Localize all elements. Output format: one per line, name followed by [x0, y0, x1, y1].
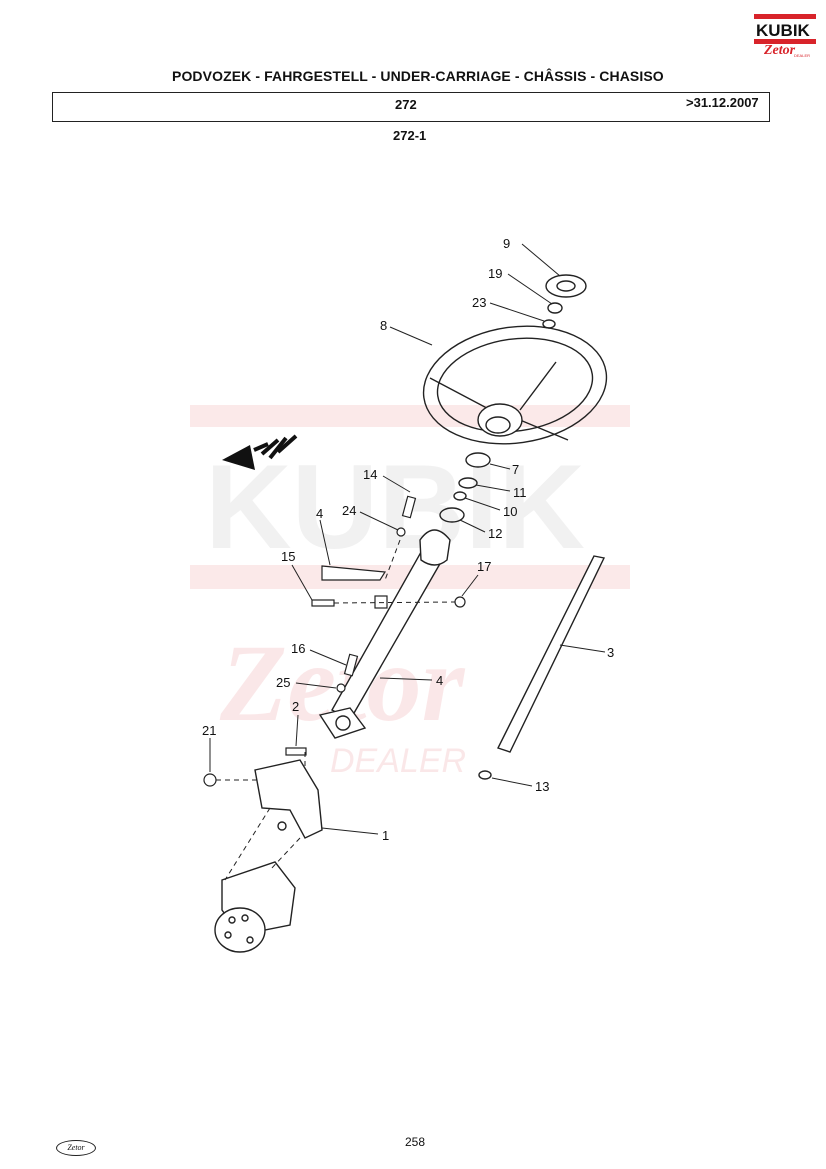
label-1: 1: [382, 828, 389, 843]
label-13: 12: [488, 526, 502, 541]
column-bracket: [254, 759, 323, 839]
zetor-footer-logo: Zetor: [56, 1140, 96, 1156]
logo-bar-top: [754, 14, 816, 19]
label-12: 11: [513, 485, 527, 500]
group-number: 272: [395, 97, 417, 112]
hub-cap: [542, 274, 587, 329]
assembly-lines: [216, 539, 456, 881]
label-14: 13: [535, 779, 549, 794]
fasteners: [203, 495, 466, 787]
label-18: 17: [477, 559, 491, 574]
direction-arrow: [222, 434, 298, 470]
label-21: 21: [202, 723, 216, 738]
label-two: 2: [292, 699, 299, 714]
label-15: 14: [363, 467, 377, 482]
steering-box: [214, 861, 296, 953]
label-19: 19: [488, 266, 502, 281]
logo-sub2: DEALER: [794, 53, 811, 58]
figure-number: 272-1: [393, 128, 427, 143]
bearing-set: [439, 452, 491, 523]
label-9: 8: [380, 318, 387, 333]
label-7: 4: [316, 506, 323, 521]
steering-column: [318, 529, 451, 739]
leader-lines: [209, 243, 606, 835]
logo-sub: Zetor: [764, 43, 796, 58]
label-three: 3: [607, 645, 614, 660]
watermark-sub2: DEALER: [330, 742, 466, 780]
group-header-box: [52, 92, 770, 122]
label-4: 4: [436, 673, 443, 688]
part-labels: 9 19 23 8 7 11 10 12 14 24 4 15 17 16 25…: [202, 236, 614, 843]
label-23: 23: [472, 295, 486, 310]
label-17: 16: [291, 641, 305, 656]
steering-wheel: [422, 325, 608, 445]
page-title: PODVOZEK - FAHRGESTELL - UNDER-CARRIAGE …: [172, 68, 664, 84]
logo-brand: KUBIK: [756, 21, 810, 40]
label-24: 24: [342, 503, 356, 518]
kubik-zetor-logo: KUBIK Zetor DEALER: [754, 14, 816, 58]
label-16: 15: [281, 549, 295, 564]
page-number: 258: [405, 1135, 426, 1149]
label-25: 25: [276, 675, 290, 690]
logo-bar-bottom: [754, 39, 816, 44]
label-10: 9: [503, 236, 510, 251]
steering-shaft: [478, 555, 606, 780]
watermark-brand: KUBIK: [205, 440, 585, 574]
label-8: 7: [512, 462, 519, 477]
label-11: 10: [503, 504, 517, 519]
validity-date: >31.12.2007: [686, 95, 759, 110]
